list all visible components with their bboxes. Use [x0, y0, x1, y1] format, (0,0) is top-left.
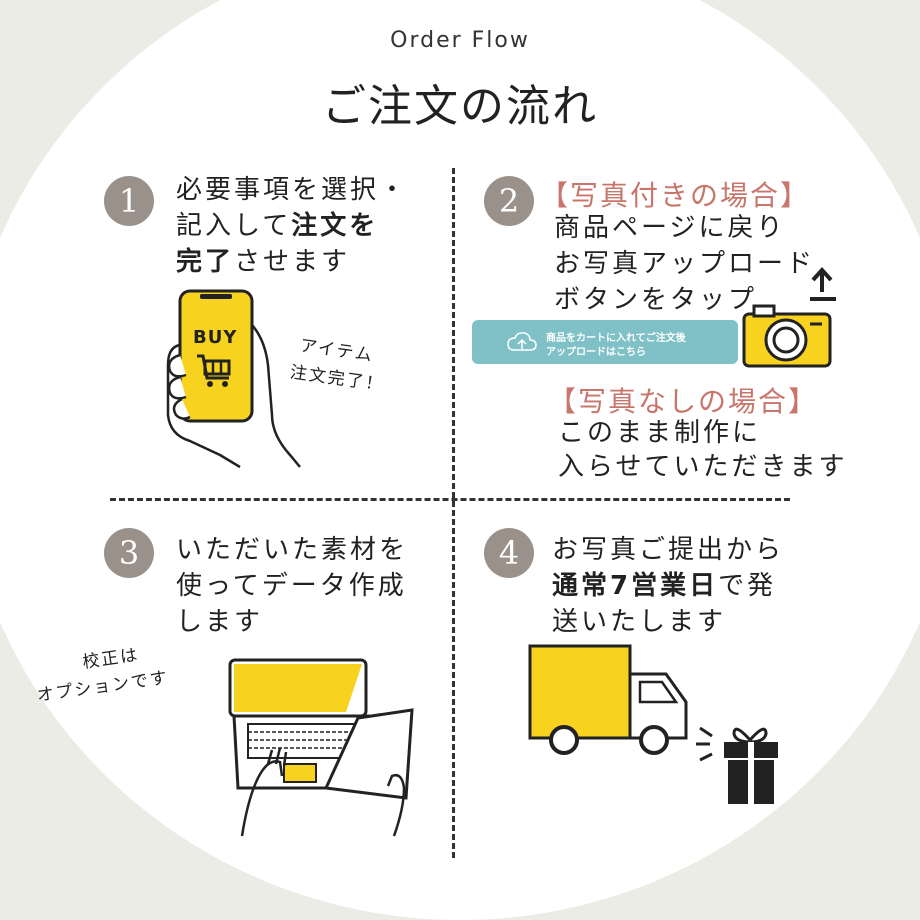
step-4-badge: 4	[484, 528, 534, 578]
page-title: ご注文の流れ	[322, 81, 598, 132]
step-1-line-3: 完了させます	[176, 244, 408, 280]
vertical-divider	[452, 168, 455, 858]
phone-hand-illustration	[166, 289, 301, 469]
step-1-text-a: 記入して	[176, 211, 292, 241]
step-2-with-photo-text: 商品ページに戻り お写真アップロード ボタンをタップ	[554, 210, 815, 318]
photo-upload-button[interactable]: 商品をカートに入れてご注文後 アップロードはこちら	[472, 320, 738, 364]
step-2-no-photo-line-2: 入らせていただきます	[558, 452, 848, 482]
step-3-text: いただいた素材を 使ってデータ作成 します	[176, 532, 408, 640]
horizontal-divider	[110, 498, 790, 501]
step-2-line-2: お写真アップロード	[554, 249, 816, 279]
step-4-line-2: 通常7営業日で発	[552, 568, 784, 604]
step-2-line-1: 商品ページに戻り	[554, 213, 786, 243]
with-photo-title: 【写真付きの場合】	[540, 179, 811, 212]
gift-icon	[696, 726, 778, 804]
step-4-line-1: お写真ご提出から	[552, 535, 785, 565]
step-4-text: お写真ご提出から 通常7営業日で発 送いたします	[552, 532, 784, 640]
step-1-text-bold-b: 完了	[176, 247, 235, 277]
shopping-cart-icon	[197, 354, 231, 387]
step-1-text: 必要事項を選択・ 記入して注文を 完了させます	[176, 172, 408, 280]
camera-icon	[742, 304, 832, 368]
truck-icon	[528, 644, 688, 755]
step-4-text-bold: 通常7営業日	[552, 571, 719, 601]
cloud-upload-icon	[507, 332, 537, 351]
no-photo-title: 【写真なしの場合】	[548, 385, 819, 418]
step-1-line-1: 必要事項を選択・	[176, 175, 409, 205]
step-2-line-3: ボタンをタップ	[554, 285, 758, 315]
step-1-line-2: 記入して注文を	[176, 208, 408, 244]
page-subtitle: Order Flow	[390, 28, 530, 53]
step-3-line-2: 使ってデータ作成	[176, 571, 407, 601]
step-4-text-a: で発	[718, 571, 777, 601]
step-2-badge: 2	[484, 176, 534, 226]
step-1-text-b: させます	[234, 247, 351, 277]
step-3-line-3: します	[176, 607, 264, 637]
step-1-text-bold-a: 注文を	[291, 211, 379, 241]
upload-button-line-2: アップロードはこちら	[546, 347, 646, 358]
step-4-line-3: 送いたします	[552, 607, 727, 637]
upload-arrow-icon	[810, 267, 836, 301]
step-3-badge: 3	[104, 528, 154, 578]
step-2-no-photo-line-1: このまま制作に	[558, 418, 762, 448]
step-1-badge: 1	[104, 176, 154, 226]
step-2-no-photo-text: このまま制作に 入らせていただきます	[558, 416, 847, 484]
upload-button-line-1: 商品をカートに入れてご注文後	[546, 333, 686, 344]
step-3-line-1: いただいた素材を	[176, 535, 409, 565]
laptop-icon	[228, 658, 414, 837]
buy-label: BUY	[193, 327, 238, 348]
